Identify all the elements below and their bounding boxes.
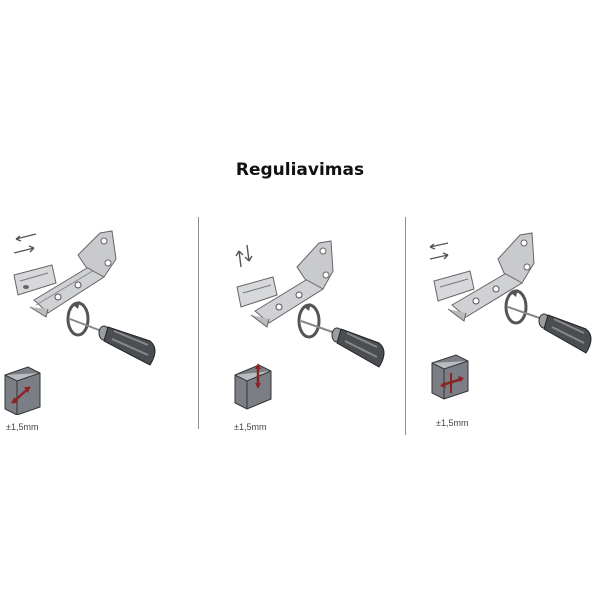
cube-vertical-arrow-icon xyxy=(234,363,272,410)
vertical-arrows-icon xyxy=(235,244,253,268)
tolerance-label-3: ±1,5mm xyxy=(436,418,469,428)
panel-divider-1 xyxy=(198,217,199,429)
screwdriver-icon xyxy=(300,320,385,368)
tolerance-label-1: ±1,5mm xyxy=(6,422,39,432)
cube-cross-arrows-icon xyxy=(431,354,469,400)
hinge-illustration xyxy=(236,240,334,328)
rotation-arrow-icon xyxy=(66,301,90,337)
rotation-arrow-icon xyxy=(504,289,528,325)
cube-diagonal-arrow-icon xyxy=(4,366,41,415)
panel-divider-2 xyxy=(405,217,406,435)
adjustment-panel-1 xyxy=(0,215,198,415)
horizontal-arrows-icon xyxy=(429,242,449,260)
hinge-illustration xyxy=(433,232,535,322)
page-title: Reguliavimas xyxy=(235,160,365,180)
rotation-arrow-icon xyxy=(297,303,321,339)
tolerance-label-2: ±1,5mm xyxy=(234,422,267,432)
horizontal-arrows-icon xyxy=(13,233,37,254)
adjustment-panel-2 xyxy=(225,215,395,415)
screwdriver-icon xyxy=(507,306,592,354)
screwdriver-icon xyxy=(69,318,156,366)
hinge-illustration xyxy=(13,230,117,318)
adjustment-panel-3 xyxy=(420,215,598,415)
